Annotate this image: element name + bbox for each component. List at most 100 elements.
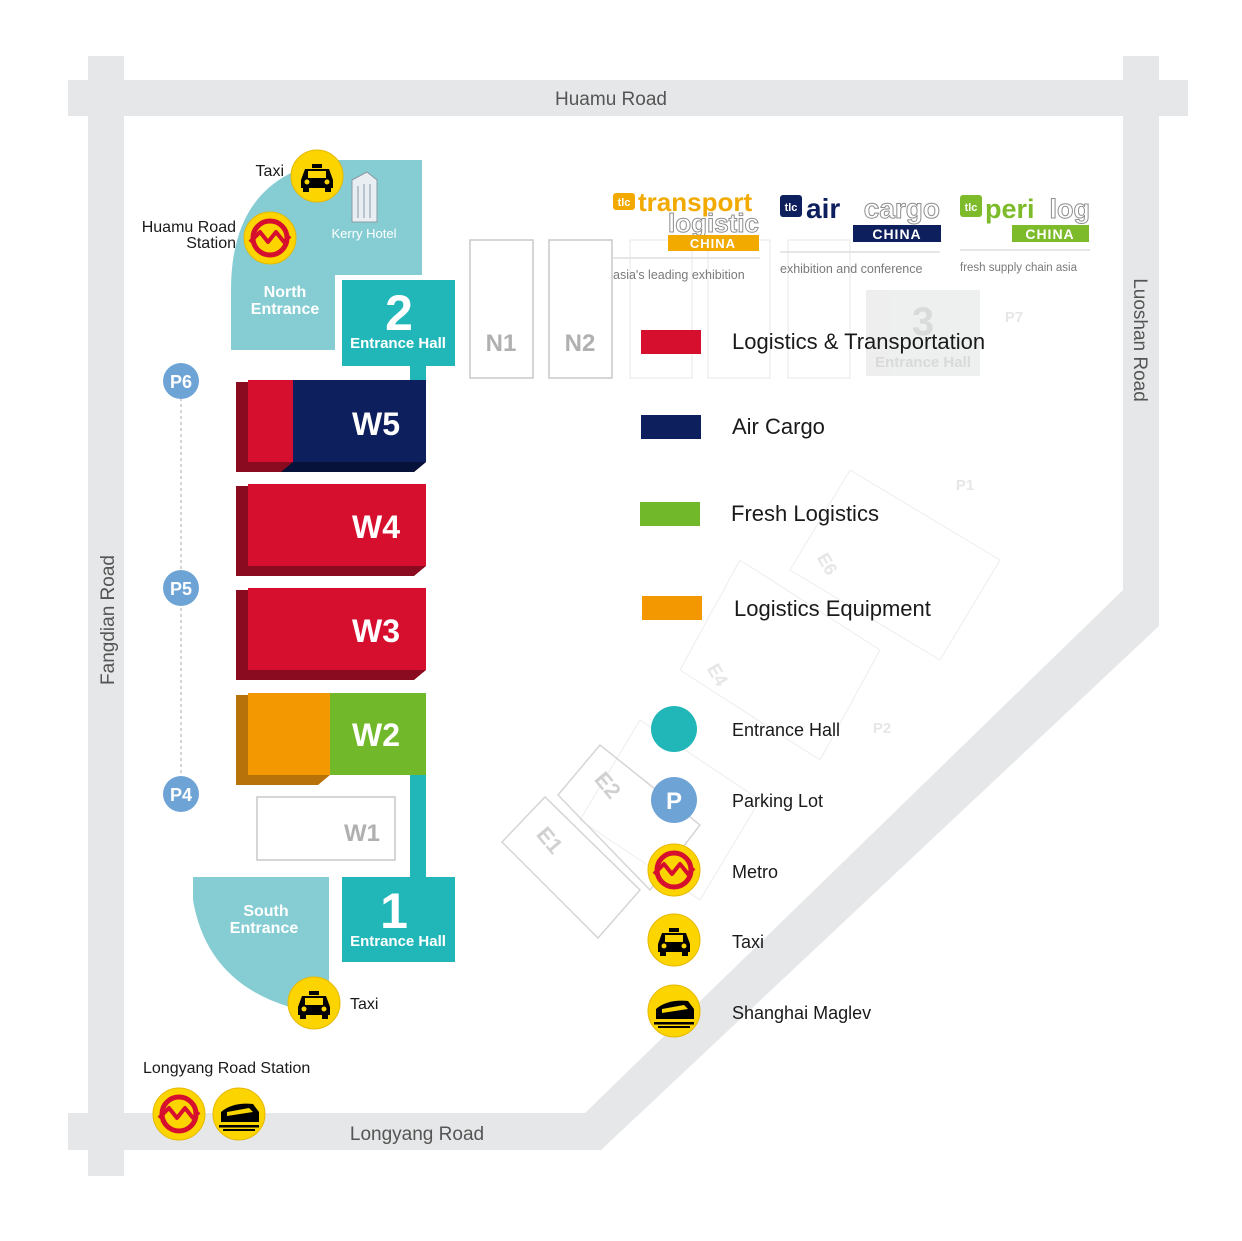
logo-cargo-word: cargo [864,193,940,224]
hall-w1[interactable]: W1 [256,796,396,861]
hall-w2[interactable]: W2 [236,693,426,785]
luoshan-road-label: Luoshan Road [1129,278,1150,402]
south-entrance-plaza [193,877,329,1015]
hall-e1-label: E1 [532,822,568,859]
entrance-hall-1[interactable]: 1 Entrance Hall [342,775,455,962]
faded-entrance-hall-label: Entrance Hall [875,354,971,371]
hall-w4[interactable]: W4 [236,484,426,576]
fangdian-road [88,56,124,1176]
legend-label-maglev: Shanghai Maglev [732,1003,871,1023]
logo-air-badge: CHINA [872,226,921,242]
parking-column: P6 P5 P4 [163,363,199,812]
metro-icon [153,1088,205,1140]
longyang-road-label: Longyang Road [350,1124,484,1145]
legend-label-air-cargo: Air Cargo [732,414,825,439]
entrance-hall-1-label: Entrance Hall [350,933,446,950]
faded-p2: P2 [873,720,891,737]
svg-text:tlc: tlc [618,197,631,209]
hall-w5-navy-section [293,380,426,462]
hall-n1[interactable] [469,239,534,379]
svg-text:tlc: tlc [785,202,798,214]
entrance-hall-2-label: Entrance Hall [350,335,446,352]
logo-logistic-word: logistic [668,208,759,238]
hall-e4-outline [679,559,881,761]
hall-w5[interactable]: W5 [236,380,426,472]
hall-w3-label: W3 [352,613,400,649]
parking-p6[interactable] [163,363,199,399]
huamu-road [68,80,1188,116]
north-taxi-label: Taxi [256,163,284,180]
hall-w3[interactable]: W3 [236,588,426,680]
taxi-icon [287,976,341,1030]
hall-n2[interactable] [548,239,613,379]
entrance-hall-1-block[interactable] [342,877,455,962]
hall-w5-label: W5 [352,406,400,442]
legend-label-logistics: Logistics & Transportation [732,329,985,354]
kerry-hotel-label: Kerry Hotel [331,226,396,241]
logo-log-word: log [1050,194,1091,224]
huamu-station-label-1: Huamu Road [142,219,236,236]
hall-w1-label: W1 [344,820,380,847]
logo-transport-word: transport [638,187,752,217]
fangdian-road-label: Fangdian Road [98,555,119,685]
roads: Huamu Road Longyang Road Fangdian Road L… [68,56,1188,1176]
legend-swatch-air-cargo [641,415,701,439]
hall-e6-label: E6 [813,549,841,578]
logo-air-word: air [806,193,840,224]
north-entrance-label-1: North [264,284,307,301]
entrance-hall-icon [651,706,697,752]
parking-p4[interactable] [163,776,199,812]
maglev-icon [647,984,701,1038]
hall-n1-label: N1 [486,330,517,357]
south-entrance-area: South Entrance Taxi [193,877,378,1030]
south-entrance-label-1: South [243,903,288,920]
hall-n4-outline [707,239,771,379]
parking-p6-label: P6 [170,372,192,392]
huamu-station-label-2: Station [186,235,236,252]
hall-w5-red-section [248,380,293,462]
hall-n2-label: N2 [565,330,596,357]
hall-e4-label: E4 [703,660,731,689]
legend-swatch-fresh [640,502,700,526]
taxi-icon [290,149,344,203]
faded-hall-3-number: 3 [912,300,934,344]
hall-w2-label: W2 [352,717,400,753]
hall-w3-block [248,588,426,670]
longyang-station: Longyang Road Station [143,1060,310,1140]
hall-e1-shape [500,795,642,940]
kerry-hotel-icon [351,171,378,223]
metro-icon [648,844,700,896]
south-entrance-label-2: Entrance [230,920,299,937]
logo-perilog-badge: CHINA [1025,226,1074,242]
entrance-hall-2[interactable]: 2 Entrance Hall [342,280,455,382]
connector-1 [410,775,426,880]
luoshan-road [1123,56,1159,626]
legend-label-parking: Parking Lot [732,791,823,811]
logo-perilog-tagline: fresh supply chain asia [960,262,1078,274]
entrance-hall-2-block[interactable] [342,280,455,366]
legend-swatch-equipment [642,596,702,620]
faded-p7: P7 [1005,309,1023,326]
logo-transport-logistic: tlc transport logistic CHINA asia's lead… [613,187,760,282]
hall-w1-block [256,796,396,861]
parking-p5[interactable] [163,570,199,606]
logo-peri-word: peri [985,194,1035,224]
logo-air-cargo: tlc air cargo CHINA exhibition and confe… [780,193,941,276]
hall-n5-outline [787,239,851,379]
legend-symbols: Entrance Hall P Parking Lot Metro Taxi S… [647,706,871,1038]
north-halls: N1 N2 [469,239,613,379]
metro-icon [244,212,296,264]
legend-label-fresh: Fresh Logistics [731,501,879,526]
hall-e2-label: E2 [590,767,626,804]
north-entrance-label-2: Entrance [251,301,320,318]
legend-label-metro: Metro [732,862,778,882]
hall-e2-outline [579,719,761,901]
south-taxi-label: Taxi [350,996,378,1013]
logo-transport-tagline: asia's leading exhibition [613,268,745,282]
parking-p4-label: P4 [170,785,192,805]
logo-transport-badge: CHINA [690,236,736,251]
faded-halls [579,239,1001,901]
hall-n3-outline [629,239,693,379]
north-entrance-area: North Entrance Kerry Hotel Taxi Huamu Ro… [142,149,422,350]
parking-p5-label: P5 [170,579,192,599]
